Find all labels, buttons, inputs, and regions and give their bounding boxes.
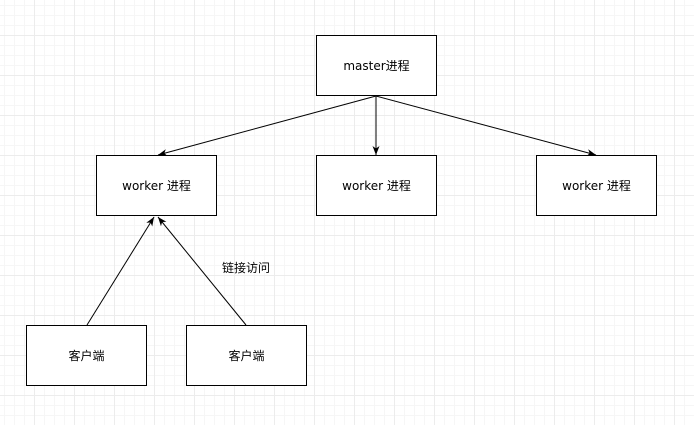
edge-label-link-access: 链接访问 <box>222 261 271 275</box>
node-master-process: master进程 <box>316 35 437 96</box>
edge-client-1-to-worker-1 <box>86 216 155 326</box>
node-worker-process-1: worker 进程 <box>96 155 217 216</box>
node-client-2: 客户端 <box>186 325 307 386</box>
node-worker-process-2-label: worker 进程 <box>342 179 411 193</box>
edge-master-to-worker-3 <box>375 95 597 157</box>
node-master-process-label: master进程 <box>343 59 410 73</box>
node-client-1-label: 客户端 <box>68 349 105 363</box>
node-worker-process-3: worker 进程 <box>536 155 657 216</box>
edge-master-to-worker-1 <box>157 95 377 157</box>
node-client-2-label: 客户端 <box>228 349 265 363</box>
node-worker-process-3-label: worker 进程 <box>562 179 631 193</box>
node-worker-process-2: worker 进程 <box>316 155 437 216</box>
edge-client-2-to-worker-1 <box>157 216 247 326</box>
node-client-1: 客户端 <box>26 325 147 386</box>
node-worker-process-1-label: worker 进程 <box>122 179 191 193</box>
